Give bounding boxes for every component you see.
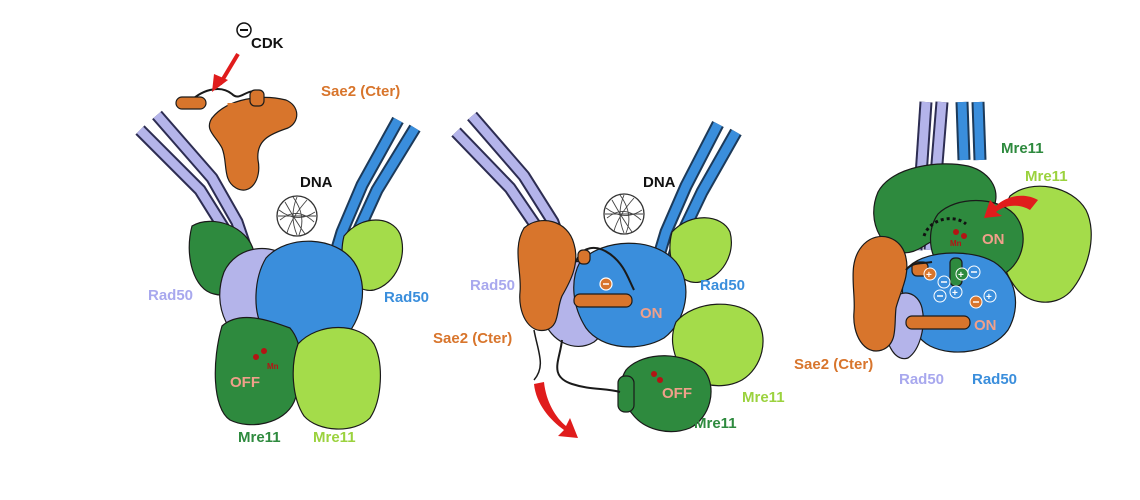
mn-dot — [651, 371, 657, 377]
mn-dot — [253, 354, 259, 360]
mn-label: Mn — [950, 239, 962, 248]
rotation-arrow — [984, 195, 1038, 218]
rad50-light-label: Rad50 — [899, 371, 944, 388]
sae2-body — [208, 96, 298, 191]
cdk-arrowhead — [212, 74, 228, 92]
mre11-linker — [556, 339, 621, 393]
mre11-light-label: Mre11 — [313, 429, 356, 446]
mre11-dark-label: Mre11 — [1001, 140, 1044, 157]
sae2-label: Sae2 (Cter) — [433, 330, 512, 347]
mre11-light-label: Mre11 — [742, 389, 785, 406]
plus-charge-icon — [983, 289, 997, 303]
dna-label: DNA — [300, 174, 333, 191]
sae2-label: Sae2 (Cter) — [321, 83, 400, 100]
mn-dot — [953, 229, 959, 235]
mre11-dark-lower — [214, 317, 302, 426]
on-state-label: ON — [640, 305, 663, 322]
sae2-helix-long — [573, 293, 633, 308]
rad50-blue-label: Rad50 — [972, 371, 1017, 388]
cdk-label: CDK — [251, 35, 284, 52]
panel-2: OFF ON DNA Rad50 Rad50 Sae2 (Cter) Mre11… — [433, 111, 785, 438]
sae2-label: Sae2 (Cter) — [794, 356, 873, 373]
mre11-dark-helix — [617, 375, 635, 413]
charge-icons: + + + + — [923, 265, 997, 309]
mre11-light-label: Mre11 — [1025, 168, 1068, 185]
sae2-body — [852, 235, 908, 352]
dna-path-dashed — [922, 217, 967, 237]
rad50-left-label: Rad50 — [148, 287, 193, 304]
rad50-right-label: Rad50 — [384, 289, 429, 306]
mre11-dark-label: Mre11 — [238, 429, 281, 446]
off-state-label: OFF — [662, 385, 692, 402]
rad50-left-label: Rad50 — [470, 277, 515, 294]
sae2-linker — [187, 88, 259, 105]
dna-label: DNA — [643, 174, 676, 191]
dna-icon — [603, 193, 645, 235]
mn-dot — [961, 233, 967, 239]
plus-charge-glyph: + — [958, 270, 964, 281]
mn-dot — [657, 377, 663, 383]
plus-charge-icon — [949, 285, 963, 299]
sae2-body — [517, 219, 577, 331]
plus-charge-glyph: + — [986, 292, 992, 303]
mre11-dark-label: Mre11 — [694, 415, 737, 432]
mn-dot — [261, 348, 267, 354]
plus-charge-icon — [923, 267, 937, 281]
mre11-light-lower — [292, 326, 381, 430]
panel-1: Mn OFF CDK DNA Sae2 (Cter) Rad50 Rad50 M… — [135, 22, 429, 446]
dna-icon — [276, 195, 318, 237]
plus-charge-glyph: + — [926, 270, 932, 281]
mn-label: Mn — [267, 362, 279, 371]
sae2-linker — [905, 261, 933, 271]
on-top-label: ON — [982, 231, 1005, 248]
sae2-helix — [175, 96, 207, 110]
sae2-helix — [577, 249, 591, 265]
sae2-helix-long — [905, 315, 971, 330]
plus-charge-glyph: + — [952, 288, 958, 299]
off-state-label: OFF — [230, 374, 260, 391]
sae2-tail — [533, 329, 542, 381]
on-bottom-label: ON — [974, 317, 997, 334]
rad50-blue-coils — [955, 101, 987, 161]
sae2-helix — [249, 89, 265, 107]
rotation-arrow — [534, 382, 578, 438]
panel-3: + + + + Mn ON ON Mre11 Mre11 Sae2 (Cter) — [794, 101, 1092, 388]
rad50-right-label: Rad50 — [700, 277, 745, 294]
